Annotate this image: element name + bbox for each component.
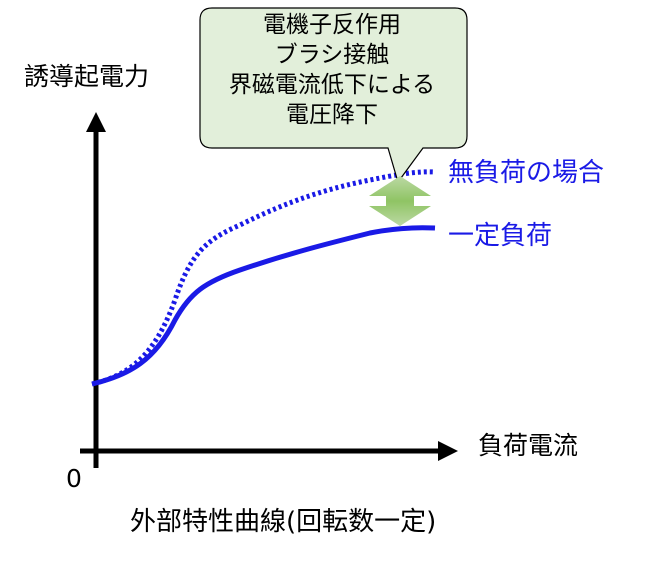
voltage-drop-arrow bbox=[369, 176, 431, 226]
callout-line: 電機子反作用 bbox=[263, 12, 401, 38]
x-axis-arrowhead bbox=[438, 441, 458, 461]
constant-load-legend-label: 一定負荷 bbox=[448, 221, 553, 251]
no-load-curve bbox=[91, 169, 436, 387]
callout-text: 電機子反作用 ブラシ接触 界磁電流低下による 電圧降下 bbox=[200, 10, 464, 130]
callout-line: 電圧降下 bbox=[286, 102, 378, 128]
callout-bubble bbox=[199, 7, 468, 184]
no-load-legend-label: 無負荷の場合 bbox=[448, 158, 605, 188]
y-axis-label: 誘導起電力 bbox=[24, 62, 150, 91]
x-axis-label: 負荷電流 bbox=[478, 431, 579, 460]
figure-caption: 外部特性曲線(回転数一定) bbox=[130, 507, 437, 537]
constant-load-curve bbox=[91, 225, 436, 387]
y-axis-arrowhead bbox=[86, 112, 106, 132]
origin-label: 0 bbox=[66, 464, 82, 493]
callout-line: 界磁電流低下による bbox=[228, 72, 436, 98]
callout-line: ブラシ接触 bbox=[274, 42, 390, 68]
